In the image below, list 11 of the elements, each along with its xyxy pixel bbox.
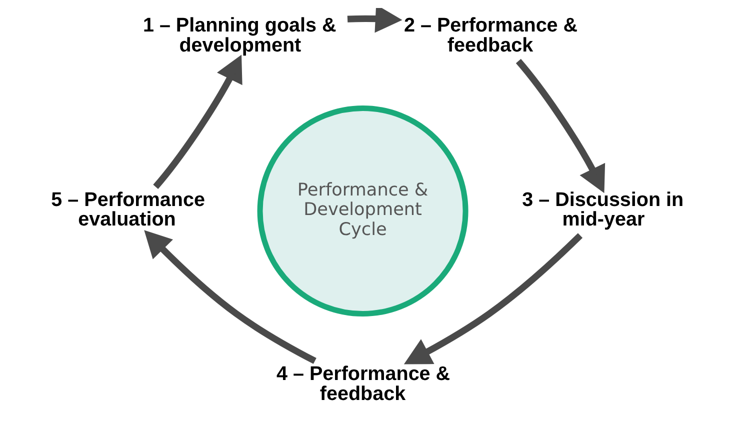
arrow xyxy=(153,54,242,189)
node-text: 2 – Performance & feedback xyxy=(404,14,578,57)
arrow xyxy=(347,8,402,33)
arrow xyxy=(404,233,583,364)
arrow xyxy=(516,58,606,194)
node-text: 3 – Discussion in mid-year xyxy=(522,188,684,231)
arrow xyxy=(144,230,316,364)
node-text: 5 – Performance evaluation xyxy=(51,188,205,231)
node-text: 4 – Performance & feedback xyxy=(276,363,450,405)
node-circle: Performance & Development Cycle xyxy=(257,105,468,317)
node-text: 1 – Planning goals & development xyxy=(142,14,336,57)
